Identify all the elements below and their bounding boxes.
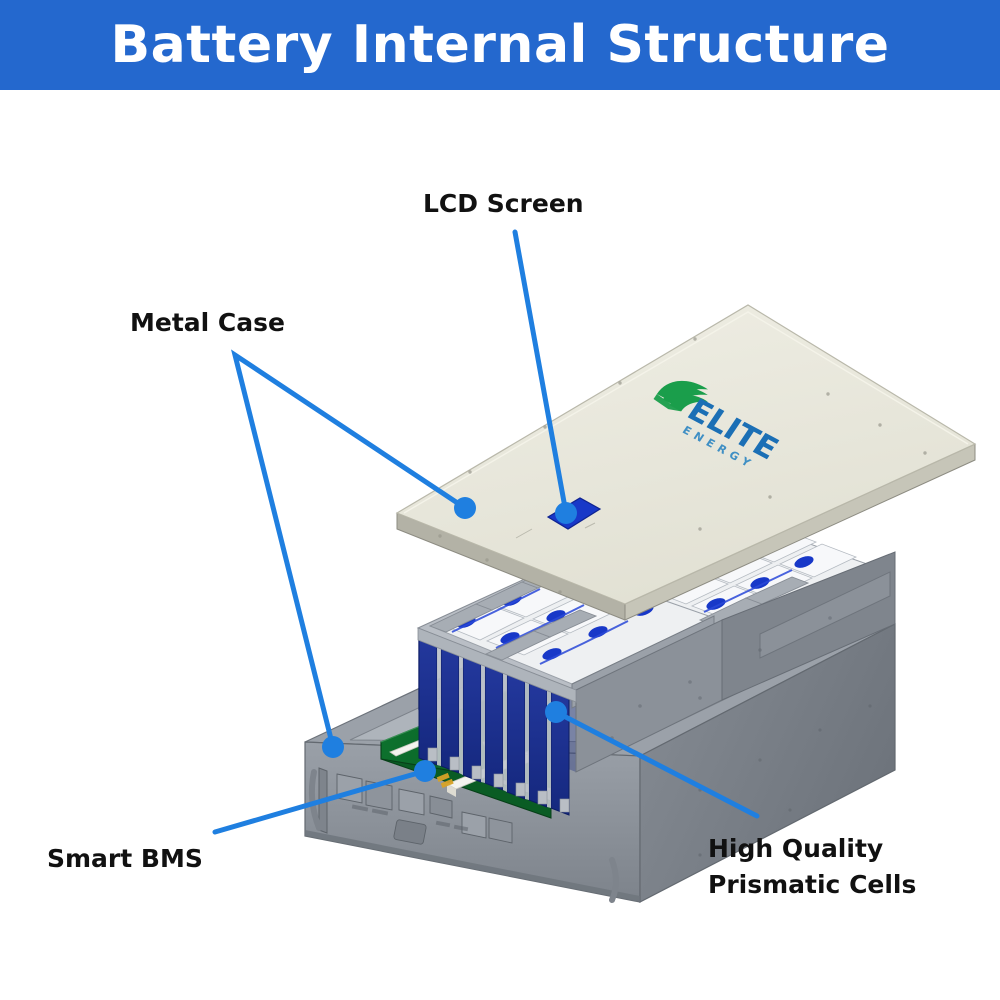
leader-line-smart-bms: [212, 768, 428, 835]
leader-dot-metal-case-housing: [322, 736, 344, 758]
callout-label-lcd-screen: LCD Screen: [423, 189, 584, 218]
callout-label-metal-case: Metal Case: [130, 308, 285, 337]
case-handle-right: [609, 857, 619, 903]
cell-module-walls: [417, 551, 896, 773]
callout-label-prismatic-cells-line2: Prismatic Cells: [708, 870, 917, 900]
brand-mark-icon: [653, 380, 708, 412]
title-banner: Battery Internal Structure: [0, 0, 1000, 90]
callout-label-prismatic-cells: High Quality Prismatic Cells: [708, 831, 916, 904]
leader-line-metal-case: [231, 349, 468, 750]
callout-label-prismatic-cells-line1: High Quality: [708, 834, 884, 863]
callout-label-smart-bms: Smart BMS: [47, 844, 203, 873]
page-title: Battery Internal Structure: [110, 15, 890, 75]
brand-logo: ELITE ENERGY: [653, 380, 785, 472]
leader-line-prismatic-cells: [553, 709, 760, 819]
leader-line-lcd-screen: [512, 229, 569, 516]
leader-dot-prismatic-cells: [545, 701, 567, 723]
leader-dot-smart-bms: [414, 760, 436, 782]
leader-dots: [322, 497, 577, 782]
metal-case-top-lid: ELITE ENERGY: [395, 304, 977, 621]
leader-dot-metal-case-lid: [454, 497, 476, 519]
leader-lines: [212, 229, 760, 835]
leader-dot-lcd-screen: [555, 502, 577, 524]
